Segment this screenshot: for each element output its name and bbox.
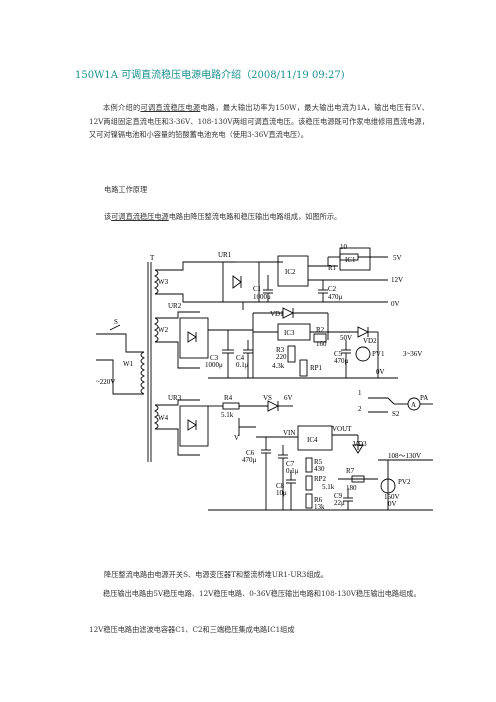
circuit-intro: 该可调直流稳压电源电路由降压整流电路和稳压输出电路组成，如图所示。 [104, 212, 341, 222]
label-S2: S2 [392, 410, 400, 418]
label-C5v: 470μ [334, 357, 349, 365]
label-R6v: 13k [314, 503, 325, 511]
label-C3: C3 [210, 354, 219, 362]
label-range2: 108～130V [388, 452, 421, 460]
transformer-w2 [153, 317, 159, 343]
label-W2: W2 [158, 326, 169, 334]
label-C4v: 0.1μ [236, 361, 249, 369]
label-VD3: VD3 [353, 440, 367, 448]
label-C9v: 22μ [334, 499, 345, 507]
circuit-diagram: T W3 W2 W4 W1 S ~220V UR1 UR2 UR3 IC1 IC… [96, 243, 433, 511]
label-C6: C6 [246, 449, 255, 457]
label-UR3: UR3 [168, 394, 182, 402]
label-R3: R3 [276, 346, 285, 354]
transformer-w3 [153, 269, 159, 295]
label-C7v: 0.1μ [286, 467, 299, 475]
label-R5v: 430 [314, 465, 325, 473]
label-50v: 50V [340, 334, 352, 342]
transformer-w4 [153, 404, 159, 430]
section-heading: 电路工作原理 [104, 185, 148, 194]
label-VS: VS [263, 394, 272, 402]
label-PV2: PV2 [398, 478, 411, 486]
label-IC1: IC1 [345, 256, 356, 264]
label-C9: C9 [334, 492, 343, 500]
label-RP1v: 4.3k [272, 362, 285, 370]
label-IC3: IC3 [284, 329, 295, 337]
label-R7v: 180 [346, 484, 357, 492]
label-R1v: 10 [340, 243, 348, 251]
label-C3v: 1000μ [205, 361, 223, 369]
label-5v: 5V [393, 254, 402, 262]
label-R6: R6 [314, 496, 323, 504]
label-C8v: 10μ [276, 489, 287, 497]
label-UR1: UR1 [218, 251, 232, 259]
label-W4: W4 [158, 414, 169, 422]
para-regulator: 稳压输出电路由5V稳压电路、12V稳压电路、0-36V稳压输出电路和108-13… [103, 589, 421, 598]
label-A: A [411, 401, 416, 409]
label-R2: R2 [316, 326, 325, 334]
label-VD1: VD1 [270, 310, 284, 318]
label-RP2: RP2 [314, 475, 327, 483]
label-R1: R1 [328, 264, 337, 272]
label-C7: C7 [286, 460, 295, 468]
label-W3: W3 [158, 278, 169, 286]
label-n1: 1 [358, 389, 362, 397]
label-R2v: 160 [316, 340, 327, 348]
circuit-intro-suffix: 电路由降压整流电路和稳压输出电路组成，如图所示。 [168, 212, 342, 221]
label-T: T [150, 254, 155, 262]
label-0v-top: 0V [391, 300, 400, 308]
label-C2v: 470μ [328, 293, 343, 301]
circuit-intro-prefix: 该 [104, 212, 112, 221]
label-C4: C4 [236, 354, 245, 362]
label-PA: PA [420, 394, 428, 402]
article-title: 150W1A 可调直流稳压电源电路介绍（2008/11/19 09:27) [75, 70, 345, 81]
label-C1: C1 [253, 285, 262, 293]
label-12v: 12V [391, 276, 403, 284]
label-PV1: PV1 [372, 350, 385, 358]
label-IC4: IC4 [307, 436, 318, 444]
label-W1: W1 [123, 360, 134, 368]
para-rectifier: 降压整流电路由电源开关S、电源变压器T和整流桥堆UR1-UR3组成。 [104, 570, 328, 579]
label-ac-in: ~220V [96, 378, 115, 386]
label-V: V [234, 434, 239, 442]
label-VSv: 6V [284, 394, 293, 402]
label-VIN: VIN [283, 429, 295, 437]
label-C8: C8 [276, 482, 285, 490]
label-R4v: 5.1k [221, 411, 234, 419]
label-RP2v: 5.1k [322, 483, 335, 491]
label-S: S [114, 318, 118, 326]
label-C1v: 1000μ [253, 293, 271, 301]
intro-link[interactable]: 可调直流稳压电源 [140, 103, 201, 112]
label-0v-mid: 0V [376, 368, 385, 376]
label-RP1: RP1 [310, 364, 323, 372]
intro-paragraph: 本例介绍的可调直流稳压电源电路，最大输出功率为150W，最大输出电流为1A，输出… [89, 101, 429, 142]
label-UR2: UR2 [168, 302, 182, 310]
label-R7: R7 [346, 467, 355, 475]
label-0v-bottom: 0V [388, 500, 397, 508]
label-R4: R4 [224, 394, 233, 402]
intro-suffix: 电路，最大输出功率为150W，最大输出电流为1A，输出电压有5V、12V两组固定… [89, 103, 429, 140]
label-IC2: IC2 [285, 268, 296, 276]
label-n2: 2 [358, 405, 362, 413]
circuit-intro-link[interactable]: 可调直流稳压电源 [111, 212, 169, 221]
label-C6v: 470μ [242, 456, 257, 464]
transformer-primary [140, 351, 146, 395]
label-R5: R5 [314, 458, 323, 466]
label-C5: C5 [334, 350, 343, 358]
label-R3v: 220 [276, 353, 287, 361]
label-range1: 3~36V [403, 350, 422, 358]
label-VOUT: VOUT [332, 425, 352, 433]
label-C2: C2 [328, 285, 337, 293]
para-12v: 12V稳压电路由滤波电容器C1、C2和三端稳压集成电路IC1组成 [89, 625, 295, 634]
label-150v: 150V [384, 493, 400, 501]
label-VD2: VD2 [363, 337, 377, 345]
intro-prefix: 本例介绍的 [103, 103, 141, 112]
